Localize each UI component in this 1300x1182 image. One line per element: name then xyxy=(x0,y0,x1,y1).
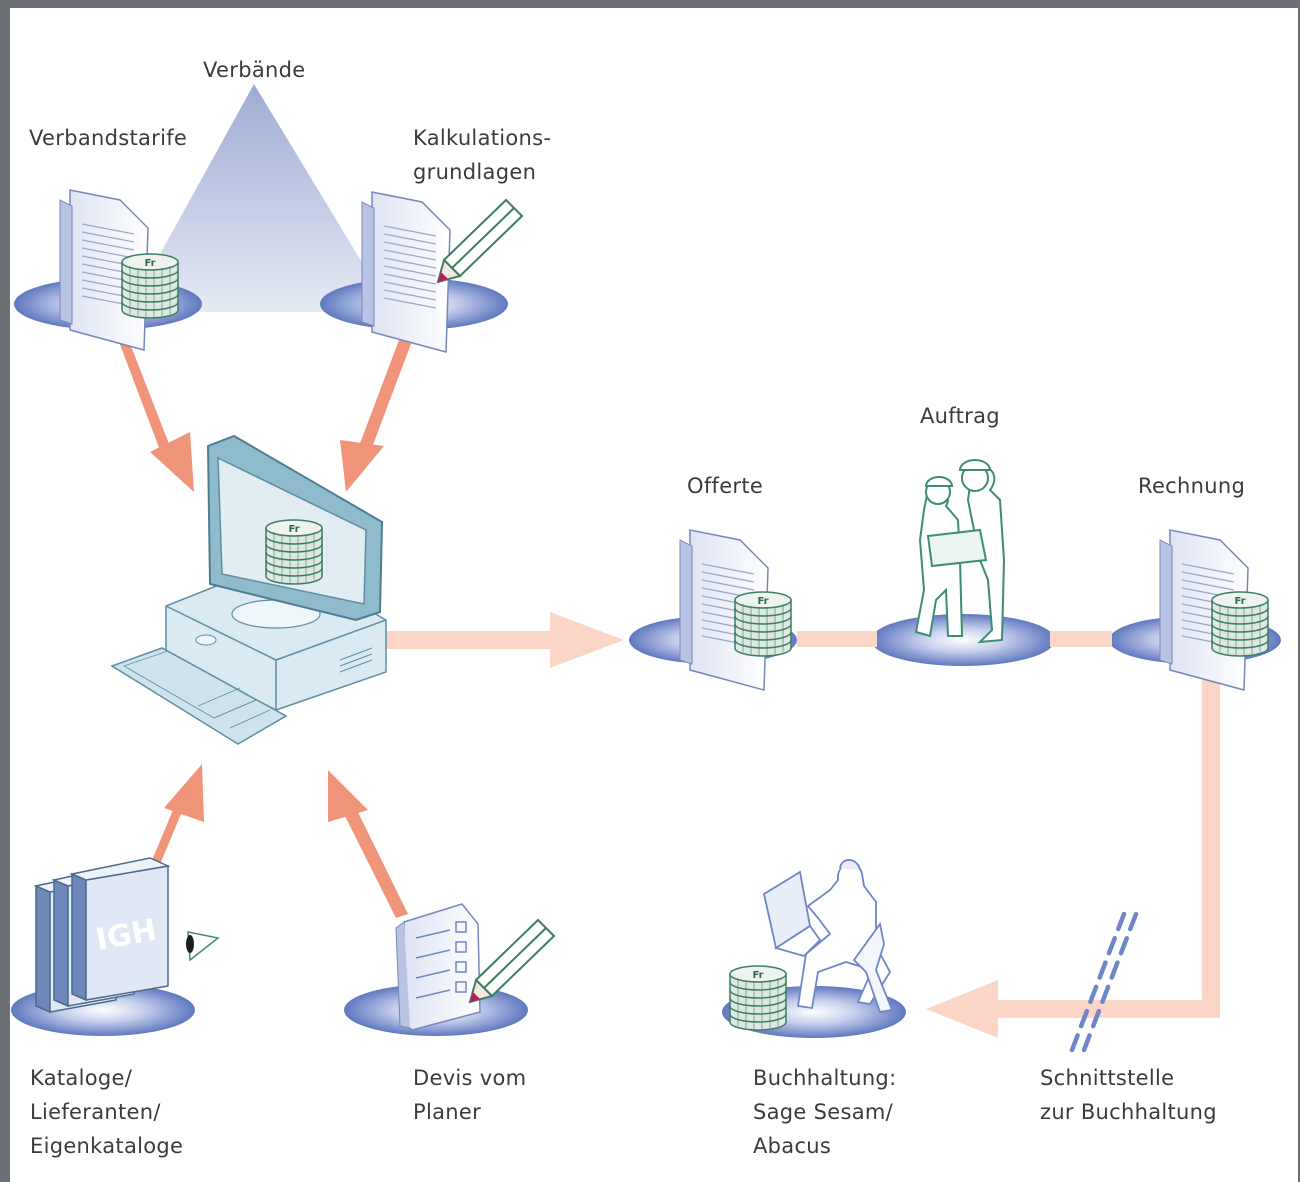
input-arrows xyxy=(116,324,417,918)
label-devis-1: Devis vom xyxy=(413,1066,527,1090)
document-kalkulation-icon xyxy=(361,191,451,353)
arrow-to-offerte-shaft xyxy=(386,631,572,649)
label-kalkulation-1: Kalkulations- xyxy=(413,126,552,150)
arrow-kataloge-shaft xyxy=(148,798,186,874)
flow-arrows xyxy=(386,612,1220,1038)
label-auftrag: Auftrag xyxy=(920,404,1000,428)
pencil-icon xyxy=(437,199,523,283)
connector-auftrag-rechnung xyxy=(1050,631,1112,647)
eye-icon xyxy=(186,931,220,962)
return-line-vertical xyxy=(1202,660,1220,1018)
schnittstelle-dashes xyxy=(1069,911,1139,1053)
label-schnittstelle-1: Schnittstelle xyxy=(1040,1066,1175,1090)
money-stack-icon xyxy=(729,965,787,1031)
arrow-devis-shaft xyxy=(340,800,408,918)
catalog-books-icon: IGH xyxy=(33,857,171,1014)
connector-offerte-auftrag xyxy=(797,631,877,647)
label-kataloge-3: Eigenkataloge xyxy=(30,1134,184,1158)
label-verbaende: Verbände xyxy=(203,58,306,82)
label-buchhaltung-3: Abacus xyxy=(753,1134,832,1158)
label-buchhaltung-1: Buchhaltung: xyxy=(753,1066,897,1090)
arrow-kataloge-head xyxy=(164,764,204,822)
label-devis-2: Planer xyxy=(413,1100,482,1124)
label-rechnung: Rechnung xyxy=(1138,474,1246,498)
diagram-frame: Fr xyxy=(10,8,1298,1182)
money-stack-icon xyxy=(121,253,179,319)
accountant-icon xyxy=(762,859,894,1014)
label-verbandstarife: Verbandstarife xyxy=(29,126,188,150)
pencil-icon xyxy=(469,919,555,1003)
label-buchhaltung-2: Sage Sesam/ xyxy=(753,1100,894,1124)
arrow-verbandstarife-shaft xyxy=(116,328,176,466)
label-kataloge-1: Kataloge/ xyxy=(30,1066,133,1090)
arrow-kalkulation-shaft xyxy=(356,324,417,458)
money-stack-icon xyxy=(1211,591,1269,657)
return-line-horizontal xyxy=(990,1000,1220,1018)
arrow-verbandstarife-head xyxy=(150,432,194,492)
money-stack-icon xyxy=(734,591,792,657)
label-offerte: Offerte xyxy=(687,474,764,498)
platform-auftrag xyxy=(871,614,1055,666)
arrow-kalkulation-head xyxy=(340,440,384,492)
money-stack-icon xyxy=(265,519,323,585)
devis-form-icon xyxy=(395,903,481,1031)
arrow-to-offerte-head xyxy=(550,612,624,668)
label-kataloge-2: Lieferanten/ xyxy=(30,1100,161,1124)
workflow-diagram: Fr xyxy=(11,84,1281,1053)
workers-icon xyxy=(914,459,1006,644)
arrow-to-buchhaltung-head xyxy=(926,980,998,1038)
label-kalkulation-2: grundlagen xyxy=(413,160,537,184)
arrow-devis-head xyxy=(328,770,368,822)
label-schnittstelle-2: zur Buchhaltung xyxy=(1040,1100,1217,1124)
verbaende-triangle xyxy=(128,84,392,312)
